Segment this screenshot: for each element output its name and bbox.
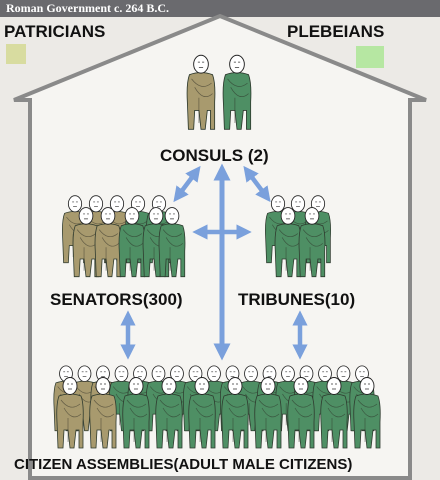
consuls-label: CONSULS (2) xyxy=(160,146,269,165)
title-text: Roman Government c. 264 xyxy=(6,1,144,15)
legend-plebeians-swatch xyxy=(356,46,384,68)
patrician-figure-icon xyxy=(186,54,216,130)
plebeian-figure-icon xyxy=(158,207,186,278)
plebeian-figure-icon xyxy=(155,377,183,449)
plebeian-figure-icon xyxy=(320,377,348,449)
plebeian-figure-icon xyxy=(122,377,150,449)
patrician-figure-icon xyxy=(89,377,117,449)
plebeian-figure-icon xyxy=(188,377,216,449)
plebeian-figure-icon xyxy=(274,207,302,278)
legend-plebeians-label: PLEBEIANS xyxy=(287,22,385,41)
title-era: B.C. xyxy=(146,1,169,15)
legend-patricians-label: PATRICIANS xyxy=(4,22,106,41)
double-arrow-icon xyxy=(173,165,201,203)
tribunes-label: TRIBUNES(10) xyxy=(238,290,356,309)
arrow-layer xyxy=(120,163,308,361)
legend-patricians-swatch xyxy=(6,44,26,64)
plebeian-figure-icon xyxy=(222,54,252,130)
assemblies-label: CITIZEN ASSEMBLIES(ADULT MALE CITIZENS) xyxy=(14,456,353,473)
plebeian-figure-icon xyxy=(287,377,315,449)
senators-label: SENATORS(300) xyxy=(50,290,183,309)
plebeian-figure-icon xyxy=(118,207,146,278)
plebeian-figure-icon xyxy=(254,377,282,449)
diagram-title: Roman Government c. 264 B.C. xyxy=(0,0,440,17)
patrician-figure-icon xyxy=(56,377,84,449)
plebeian-figure-icon xyxy=(221,377,249,449)
plebeian-figure-icon xyxy=(353,377,381,449)
figure-layer xyxy=(53,54,381,449)
double-arrow-icon xyxy=(243,165,271,203)
plebeian-figure-icon xyxy=(298,207,326,278)
